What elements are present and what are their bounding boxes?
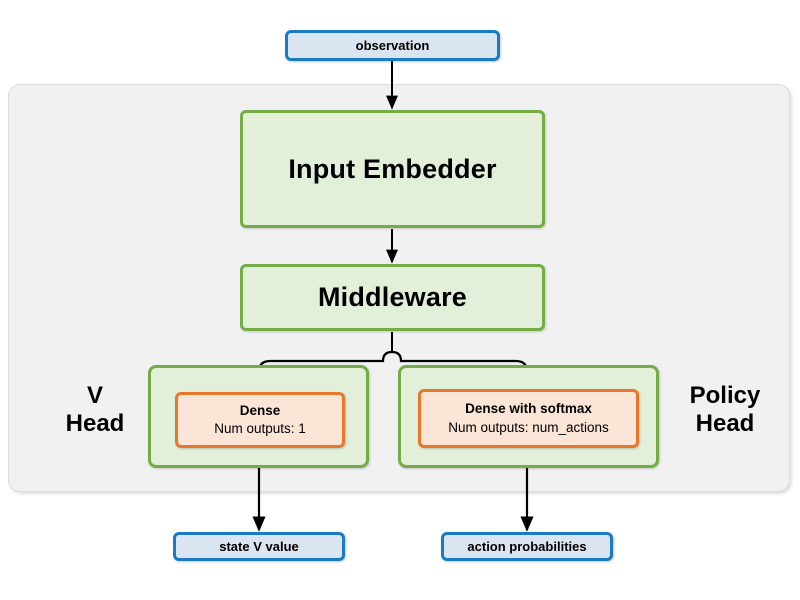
v-head-label-line2: Head <box>65 410 125 438</box>
block-input-embedder[interactable]: Input Embedder <box>240 110 545 228</box>
policy-head-label-line2: Head <box>695 410 755 438</box>
io-node-observation-label: observation <box>355 38 430 53</box>
io-node-action-probabilities[interactable]: action probabilities <box>441 532 613 561</box>
block-middleware-label: Middleware <box>317 282 468 312</box>
policy-head-dense-subtitle: Num outputs: num_actions <box>448 419 609 435</box>
policy-head-label: Policy Head <box>660 382 790 439</box>
io-node-state-v-value[interactable]: state V value <box>173 532 345 561</box>
v-head-dense-node[interactable]: Dense Num outputs: 1 <box>175 392 345 448</box>
v-head-label: V Head <box>40 382 150 439</box>
io-node-action-probabilities-label: action probabilities <box>467 539 587 554</box>
policy-head-dense-node[interactable]: Dense with softmax Num outputs: num_acti… <box>418 389 639 448</box>
v-head-label-line1: V <box>86 382 103 409</box>
io-node-state-v-value-label: state V value <box>219 539 299 554</box>
block-middleware[interactable]: Middleware <box>240 264 545 331</box>
block-input-embedder-label: Input Embedder <box>288 153 497 184</box>
policy-head-dense-title: Dense with softmax <box>465 401 592 417</box>
policy-head-label-line1: Policy <box>689 382 761 409</box>
v-head-dense-title: Dense <box>239 402 281 418</box>
v-head-dense-subtitle: Num outputs: 1 <box>214 421 306 436</box>
io-node-observation[interactable]: observation <box>285 30 500 61</box>
